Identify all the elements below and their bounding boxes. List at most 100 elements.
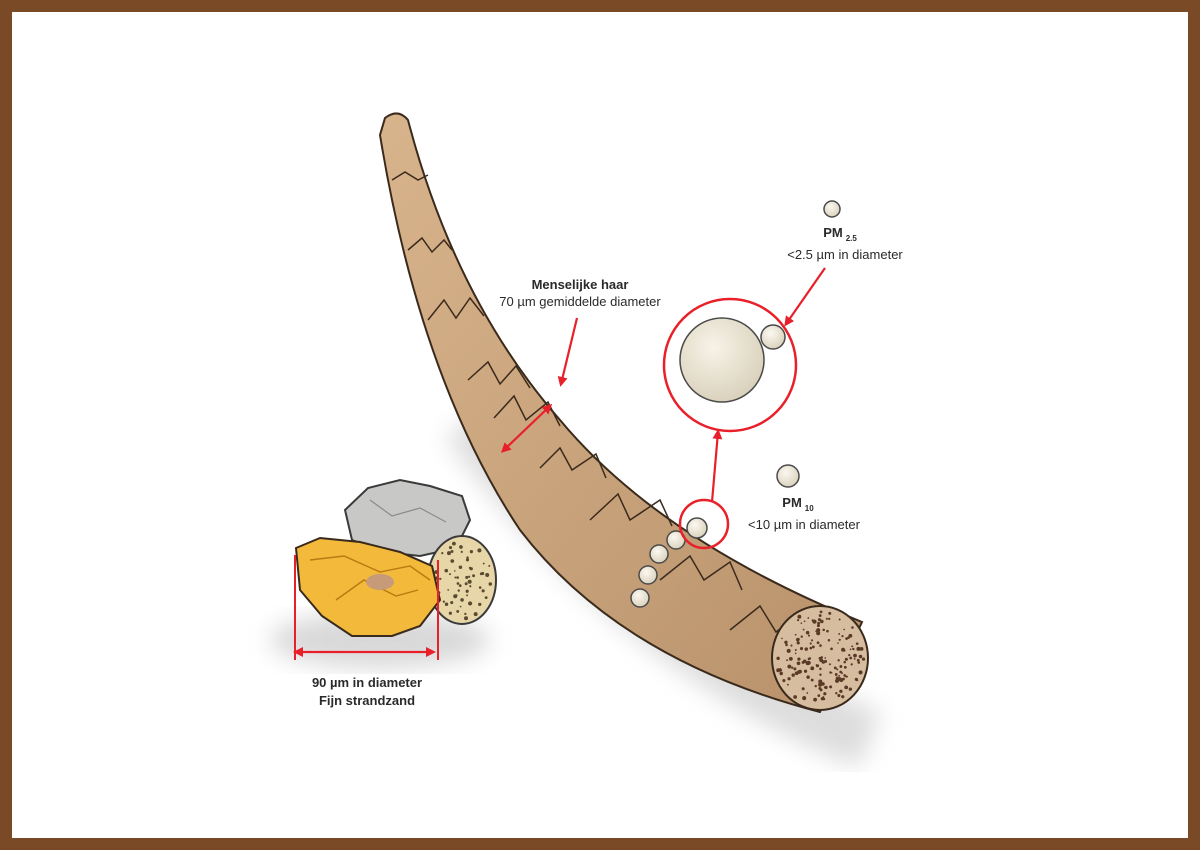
speckle-dot [843, 661, 846, 664]
speckle-dot [802, 696, 806, 700]
speckle-dot [793, 667, 796, 670]
speckle-dot [817, 694, 820, 697]
speckle-dot [807, 617, 809, 619]
speckle-dot [854, 658, 856, 660]
magnified-pm25-particle [761, 325, 785, 349]
speckle-dot [457, 582, 460, 585]
speckle-dot [839, 690, 842, 693]
speckle-dot [812, 620, 816, 624]
speckle-dot [455, 594, 457, 596]
speckle-dot [465, 582, 468, 585]
speckle-dot [824, 657, 826, 659]
speckle-dot [848, 634, 852, 638]
speckle-dot [839, 639, 841, 641]
speckle-dot [450, 559, 454, 563]
speckle-dot [468, 580, 472, 584]
speckle-dot [845, 658, 848, 661]
speckle-dot [485, 596, 488, 599]
speckle-dot [479, 586, 482, 589]
speckle-dot [830, 648, 833, 651]
speckle-dot [489, 582, 493, 586]
speckle-dot [810, 666, 814, 670]
speckle-dot [470, 550, 473, 553]
speckle-dot [812, 645, 815, 648]
speckle-dot [797, 641, 800, 644]
speckle-dot [443, 601, 445, 603]
speckle-dot [488, 565, 490, 567]
speckle-dot [850, 648, 852, 650]
speckle-dot [826, 618, 828, 620]
speckle-dot [787, 677, 790, 680]
speckle-dot [804, 670, 807, 673]
hair-label-title: Menselijke haar [532, 277, 629, 292]
speckle-dot [822, 660, 826, 664]
speckle-dot [806, 675, 810, 679]
speckle-dot [787, 684, 789, 686]
speckle-dot [797, 615, 801, 619]
speckle-dot [793, 695, 797, 699]
speckle-dot [851, 626, 854, 629]
speckle-dot [474, 612, 478, 616]
speckle-dot [791, 667, 793, 669]
speckle-dot [477, 548, 481, 552]
speckle-dot [798, 638, 800, 640]
speckle-dot [835, 679, 839, 683]
speckle-dot [834, 666, 837, 669]
speckle-dot [824, 687, 826, 689]
speckle-dot [802, 687, 805, 690]
speckle-dot [460, 606, 462, 608]
speckle-dot [797, 619, 799, 621]
speckle-dot [779, 672, 782, 675]
magnified-pm10-particle [680, 318, 764, 402]
speckle-dot [811, 679, 814, 682]
speckle-dot [458, 589, 460, 591]
speckle-dot [797, 658, 800, 661]
speckle-dot [460, 598, 464, 602]
speckle-dot [835, 673, 838, 676]
speckle-dot [811, 639, 813, 641]
speckle-dot [826, 630, 829, 633]
speckle-dot [841, 648, 845, 652]
speckle-dot [838, 633, 840, 635]
speckle-dot [819, 668, 822, 671]
speckle-dot [787, 665, 791, 669]
speckle-dot [468, 576, 470, 578]
speckle-dot [468, 601, 472, 605]
speckle-dot [469, 585, 471, 587]
speckle-dot [481, 572, 484, 575]
speckle-dot [839, 665, 842, 668]
speckle-dot [447, 589, 449, 591]
speckle-dot [828, 639, 830, 641]
speckle-dot [828, 618, 830, 620]
speckle-dot [836, 677, 839, 680]
speckle-dot [795, 653, 797, 655]
pm25-subscript: 2.5 [846, 234, 858, 243]
speckle-dot [820, 620, 824, 624]
pm10-particle [639, 566, 657, 584]
speckle-dot [449, 546, 452, 549]
speckle-dot [819, 644, 822, 647]
speckle-dot [836, 668, 838, 670]
speckle-dot [795, 634, 797, 636]
speckle-dot [849, 688, 852, 691]
pm25-pointer-arrow [786, 268, 825, 324]
speckle-dot [464, 613, 466, 615]
speckle-dot [801, 635, 803, 637]
speckle-dot [820, 610, 823, 613]
speckle-dot [829, 671, 831, 673]
speckle-dot [813, 698, 817, 702]
speckle-dot [797, 661, 801, 665]
speckle-dot [829, 663, 831, 665]
speckle-dot [776, 657, 779, 660]
speckle-dot [478, 603, 481, 606]
speckle-dot [862, 658, 865, 661]
speckle-dot [819, 614, 822, 617]
speckle-dot [851, 645, 853, 647]
speckle-dot [459, 584, 462, 587]
speckle-dot [809, 647, 812, 650]
speckle-dot [808, 635, 810, 637]
speckle-dot [801, 622, 803, 624]
magnify-arrow [712, 432, 718, 502]
speckle-dot [848, 654, 850, 656]
speckle-dot [786, 659, 788, 661]
